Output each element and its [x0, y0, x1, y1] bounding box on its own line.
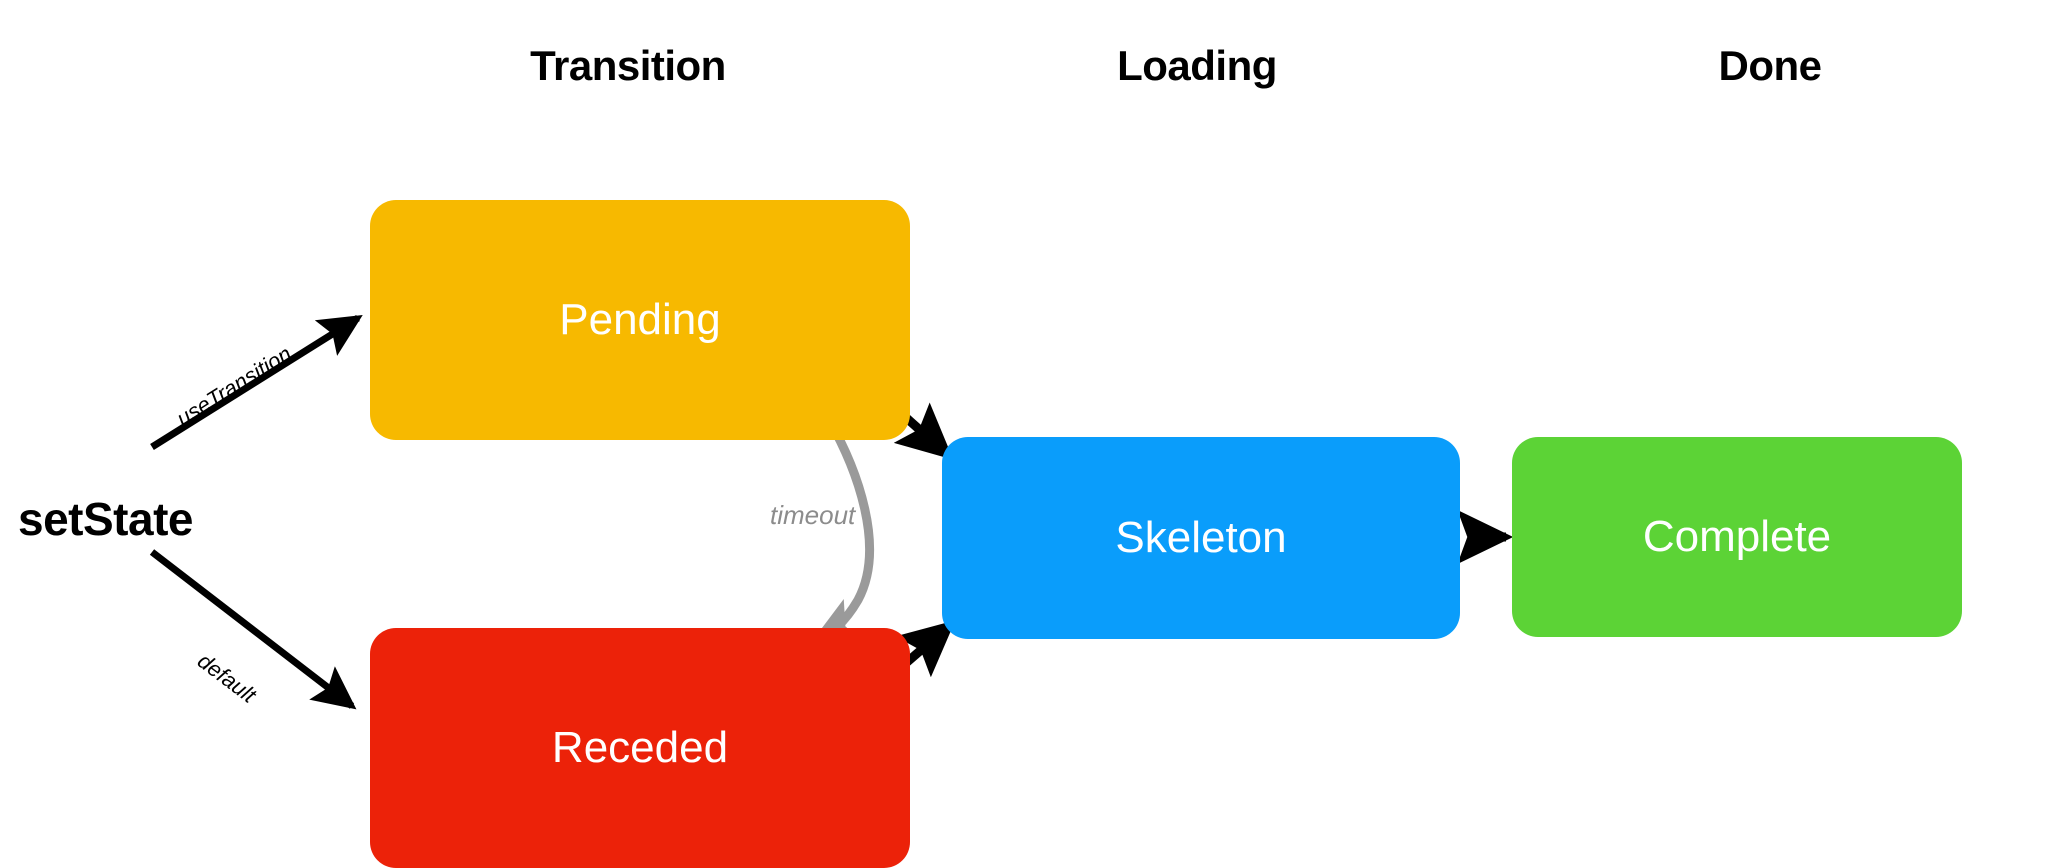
edge-label-usetransition: useTransition	[172, 340, 296, 432]
state-node-complete-label: Complete	[1642, 512, 1832, 561]
state-node-complete[interactable]: Complete	[1512, 437, 1962, 637]
state-node-pending-label: Pending	[559, 295, 721, 344]
column-header-transition: Transition	[530, 42, 726, 89]
state-node-skeleton[interactable]: Skeleton	[942, 437, 1460, 639]
edge-label-default: default	[192, 648, 261, 708]
origin-setstate-label: setState	[18, 493, 193, 545]
edge-label-timeout: timeout	[770, 500, 856, 530]
column-header-done: Done	[1718, 42, 1823, 89]
state-node-receded-label: Receded	[551, 723, 729, 772]
state-node-pending[interactable]: Pending	[370, 200, 910, 440]
column-header-loading: Loading	[1117, 42, 1277, 89]
state-node-receded[interactable]: Receded	[370, 628, 910, 868]
state-node-skeleton-label: Skeleton	[1115, 513, 1287, 562]
